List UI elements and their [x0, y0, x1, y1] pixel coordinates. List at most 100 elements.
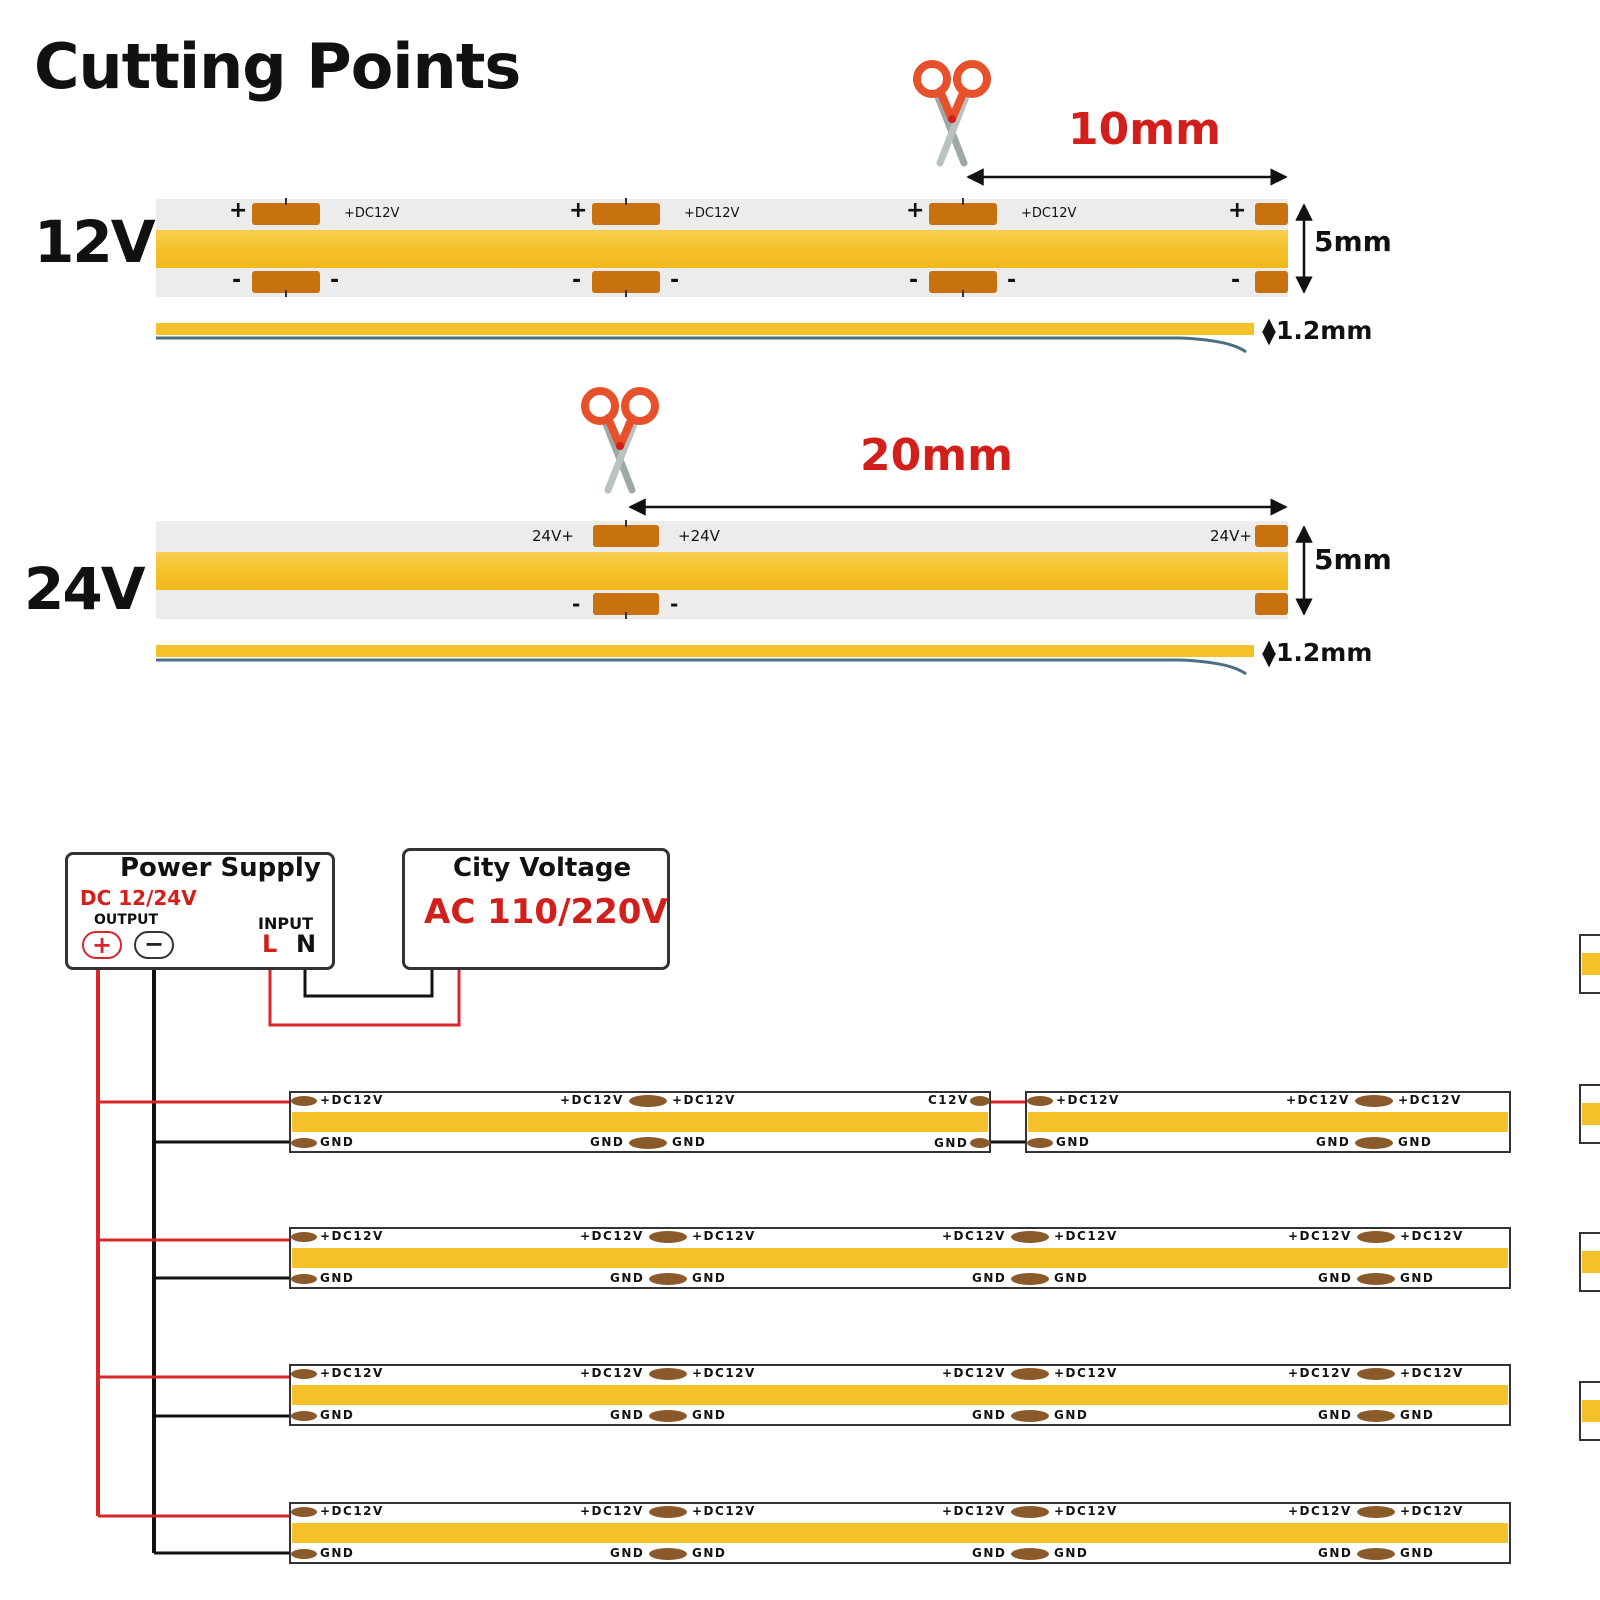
strip-plus-label: +DC12V [560, 1093, 624, 1107]
width-24v: 5mm [1314, 543, 1392, 576]
led-strip-emitter [292, 1248, 1508, 1268]
strip-gnd-label: GND [1316, 1135, 1351, 1149]
voltage-12v-label: 12V [34, 208, 156, 276]
strip-plus-label: +DC12V [580, 1229, 644, 1243]
strip-plus-label: +DC12V [320, 1093, 384, 1107]
copper-pad [592, 271, 660, 293]
minus-sign-12v: - [232, 268, 242, 293]
strip-plus-label: +DC12V [1286, 1093, 1350, 1107]
pad-label-24v-right: +24V [678, 527, 720, 545]
strip-plus-label: +DC12V [1054, 1366, 1118, 1380]
width-12v: 5mm [1314, 225, 1392, 258]
plus-sign-12v: + [1228, 198, 1247, 223]
copper-pad [592, 203, 660, 225]
plus-terminal-icon: + [82, 931, 122, 959]
thickness-12v: 1.2mm [1276, 316, 1373, 345]
strip-gnd-label: GND [610, 1546, 645, 1560]
strip-gnd-label: GND [1318, 1546, 1353, 1560]
edge-partial-strips [1579, 934, 1600, 1441]
strip-plus-label: +DC12V [692, 1366, 756, 1380]
strip-plus-label: +DC12V [580, 1366, 644, 1380]
solder-pad [649, 1231, 687, 1243]
strip-plus-label: +DC12V [1400, 1504, 1464, 1518]
power-supply-n-terminal: N [296, 930, 317, 958]
strip-gnd-label: GND [1318, 1271, 1353, 1285]
pad-label-12v: +DC12V [1021, 206, 1077, 221]
strip-gnd-label: GND [1400, 1546, 1435, 1560]
copper-pad [1255, 203, 1288, 225]
wiring-led-strips [289, 1091, 1511, 1564]
plus-sign-12v: + [906, 198, 925, 223]
solder-pad [1357, 1231, 1395, 1243]
strip-gnd-label: GND [320, 1271, 355, 1285]
solder-pad [291, 1274, 317, 1284]
strip-gnd-label: GND [610, 1271, 645, 1285]
solder-pad [291, 1096, 317, 1106]
strip-plus-label: +DC12V [1400, 1229, 1464, 1243]
partial-strip-emitter [1582, 1103, 1600, 1125]
strip-gnd-label: GND [1400, 1408, 1435, 1422]
led-strip-emitter [292, 1523, 1508, 1543]
power-supply-output-voltage: DC 12/24V [80, 886, 197, 910]
cut-distance-12v: 10mm [1068, 104, 1221, 155]
plus-sign-12v: + [229, 198, 248, 223]
partial-strip-emitter [1582, 953, 1600, 975]
strip-gnd-label: GND [320, 1408, 355, 1422]
strip-gnd-label: GND [1054, 1408, 1089, 1422]
solder-pad [291, 1411, 317, 1421]
solder-pad [1357, 1506, 1395, 1518]
strip-plus-label: +DC12V [942, 1504, 1006, 1518]
partial-strip-emitter [1582, 1400, 1600, 1422]
cut-distance-24v: 20mm [860, 430, 1013, 481]
strip-plus-label: +DC12V [1398, 1093, 1462, 1107]
strip-12v-pads [252, 198, 1288, 297]
solder-pad [1355, 1095, 1393, 1107]
strip-12v-side [156, 323, 1254, 354]
solder-pad [291, 1138, 317, 1148]
strip-gnd-label: GND [1054, 1271, 1089, 1285]
strip-plus-label: C12V [928, 1093, 969, 1107]
copper-pad [929, 203, 997, 225]
strip-gnd-label: GND [590, 1135, 625, 1149]
plus-sign-12v: + [569, 198, 588, 223]
copper-pad [929, 271, 997, 293]
strip-plus-label: +DC12V [1054, 1504, 1118, 1518]
solder-pad [1357, 1548, 1395, 1560]
solder-pad [1027, 1096, 1053, 1106]
strip-gnd-label: GND [692, 1408, 727, 1422]
strip-gnd-label: GND [1054, 1546, 1089, 1560]
page-title: Cutting Points [34, 30, 521, 103]
strip-plus-label: +DC12V [1056, 1093, 1120, 1107]
solder-pad [649, 1273, 687, 1285]
strip-plus-label: +DC12V [580, 1504, 644, 1518]
minus-sign-12v: - [670, 268, 680, 293]
solder-pad [1357, 1368, 1395, 1380]
solder-pad [629, 1095, 667, 1107]
solder-pad [1357, 1410, 1395, 1422]
minus-sign-12v: - [1007, 268, 1017, 293]
minus-sign-24v: - [572, 592, 581, 616]
strip-plus-label: +DC12V [1288, 1229, 1352, 1243]
strip-plus-label: +DC12V [692, 1504, 756, 1518]
solder-pad [1011, 1273, 1049, 1285]
solder-pad [1011, 1410, 1049, 1422]
minus-sign-12v: - [330, 268, 340, 293]
strip-gnd-label: GND [692, 1546, 727, 1560]
power-supply-output-label: OUTPUT [94, 912, 158, 928]
partial-strip-emitter [1582, 1251, 1600, 1273]
strip-plus-label: +DC12V [692, 1229, 756, 1243]
solder-pad [649, 1548, 687, 1560]
strip-24v [156, 520, 1288, 619]
strip-plus-label: +DC12V [942, 1366, 1006, 1380]
copper-pad [252, 271, 320, 293]
solder-pad [1027, 1138, 1053, 1148]
strip-gnd-label: GND [1056, 1135, 1091, 1149]
power-supply-input-label: INPUT [258, 914, 313, 933]
strip-gnd-label: GND [1400, 1271, 1435, 1285]
minus-terminal-icon: − [134, 931, 174, 959]
solder-pad [970, 1096, 990, 1106]
strip-plus-label: +DC12V [1054, 1229, 1118, 1243]
power-supply-l-terminal: L [262, 930, 278, 958]
pad-label-12v: +DC12V [684, 206, 740, 221]
